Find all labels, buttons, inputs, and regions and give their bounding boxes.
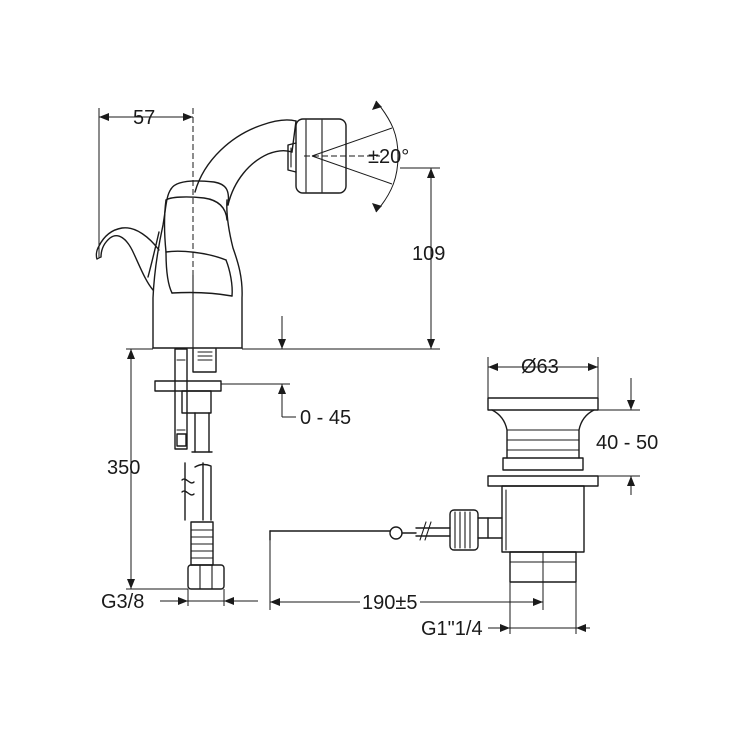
popup-waste <box>269 397 599 583</box>
faucet-neck <box>194 119 297 206</box>
height-109-label: 109 <box>412 243 445 265</box>
angle-label: ±20° <box>368 146 409 168</box>
rod-length-dimension: 190±5 <box>269 540 544 614</box>
waste-thread-dimension: G1"1/4 <box>421 582 590 640</box>
deck-thickness-dimension: 0 - 45 <box>221 316 351 429</box>
length-190-label: 190±5 <box>362 592 417 614</box>
supply-thread-dimension: G3/8 <box>101 589 258 613</box>
hose-length-dimension: 350 <box>107 348 188 590</box>
dia-63-label: Ø63 <box>521 356 559 378</box>
thread-g1-14-label: G1"1/4 <box>421 618 483 640</box>
faucet-body <box>147 180 243 349</box>
width-57-label: 57 <box>133 107 155 129</box>
thread-g38-label: G3/8 <box>101 591 144 613</box>
faucet-spout-hook <box>95 227 160 291</box>
nozzle-angle-dimension: ±20° <box>304 100 409 213</box>
hose-350-label: 350 <box>107 457 140 479</box>
height-dimension-109: 109 <box>242 167 445 350</box>
range-0-45-label: 0 - 45 <box>300 407 351 429</box>
flange-diameter-dimension: Ø63 <box>487 356 599 398</box>
range-40-50-label: 40 - 50 <box>596 432 658 454</box>
basin-thickness-dimension: 40 - 50 <box>596 378 658 495</box>
width-dimension-57: 57 <box>98 107 194 348</box>
mounting-shank <box>154 348 225 590</box>
